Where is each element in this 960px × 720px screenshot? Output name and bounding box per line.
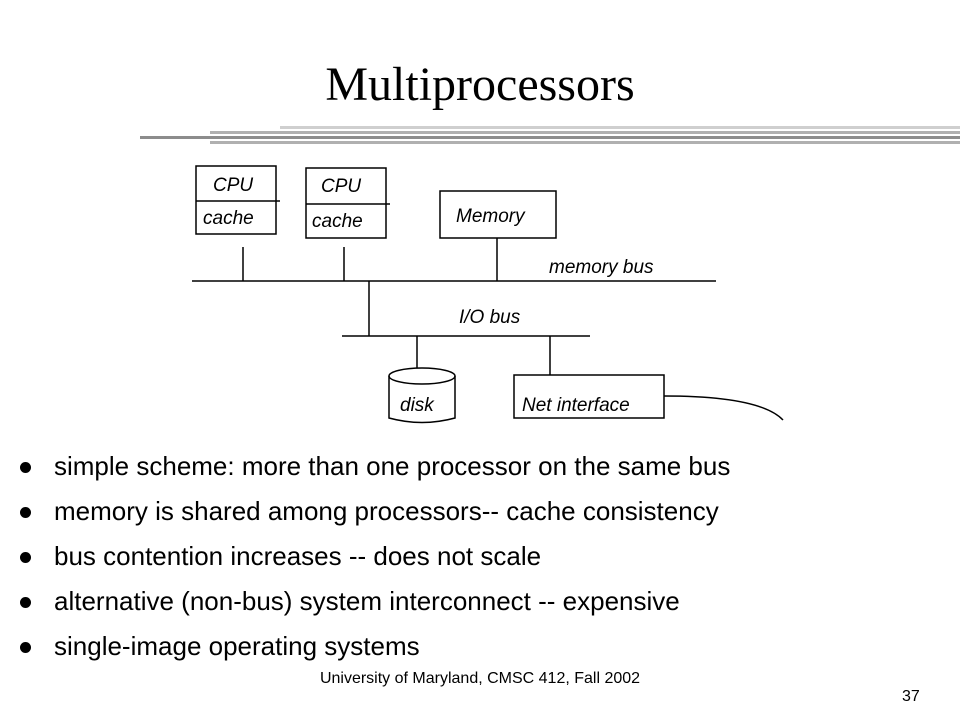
disk-cylinder: [388, 376, 456, 424]
bullet-text: memory is shared among processors-- cach…: [54, 496, 719, 526]
cpu1-box: [195, 165, 277, 235]
bullet-text: single-image operating systems: [54, 631, 420, 661]
io-bus-label: I/O bus: [459, 307, 521, 328]
bullet-item: memory is shared among processors-- cach…: [20, 489, 730, 534]
cpu2-cache-label: cache: [312, 211, 363, 232]
title-rule-line-4: [210, 141, 960, 144]
memory-box: [439, 190, 557, 239]
bullet-text: alternative (non-bus) system interconnec…: [54, 586, 680, 616]
disk-label: disk: [400, 395, 435, 416]
title-rule-line-2: [210, 131, 960, 134]
bullet-dot-icon: [20, 642, 31, 653]
page-number: 37: [902, 688, 920, 705]
bullet-dot-icon: [20, 597, 31, 608]
memory-bus-label: memory bus: [549, 257, 654, 278]
title-rule-line-3: [140, 136, 960, 139]
multiprocessor-diagram: CPU cache CPU cache Memory memory bus I/…: [192, 165, 784, 424]
bullet-text: simple scheme: more than one processor o…: [54, 451, 731, 481]
bullet-item: alternative (non-bus) system interconnec…: [20, 579, 730, 624]
slide-footer: University of Maryland, CMSC 412, Fall 2…: [319, 670, 641, 687]
bullet-text: bus contention increases -- does not sca…: [54, 541, 542, 571]
bullet-item: bus contention increases -- does not sca…: [20, 534, 730, 579]
slide-title: Multiprocessors: [325, 58, 635, 111]
memory-label: Memory: [456, 206, 526, 227]
bullet-item: single-image operating systems: [20, 624, 730, 669]
bullet-dot-icon: [20, 507, 31, 518]
bullet-list: simple scheme: more than one processor o…: [20, 444, 730, 669]
title-rule-line-1: [280, 126, 960, 129]
cpu1-label: CPU: [213, 175, 253, 196]
bullet-dot-icon: [20, 552, 31, 563]
disk-cylinder-top: [388, 367, 456, 385]
cpu1-cache-label: cache: [203, 208, 254, 229]
bullet-item: simple scheme: more than one processor o…: [20, 444, 730, 489]
cpu2-box: [305, 167, 387, 239]
bullet-dot-icon: [20, 462, 31, 473]
network-cable: [663, 395, 784, 421]
net-interface-label: Net interface: [522, 395, 630, 416]
cpu2-label: CPU: [321, 176, 361, 197]
